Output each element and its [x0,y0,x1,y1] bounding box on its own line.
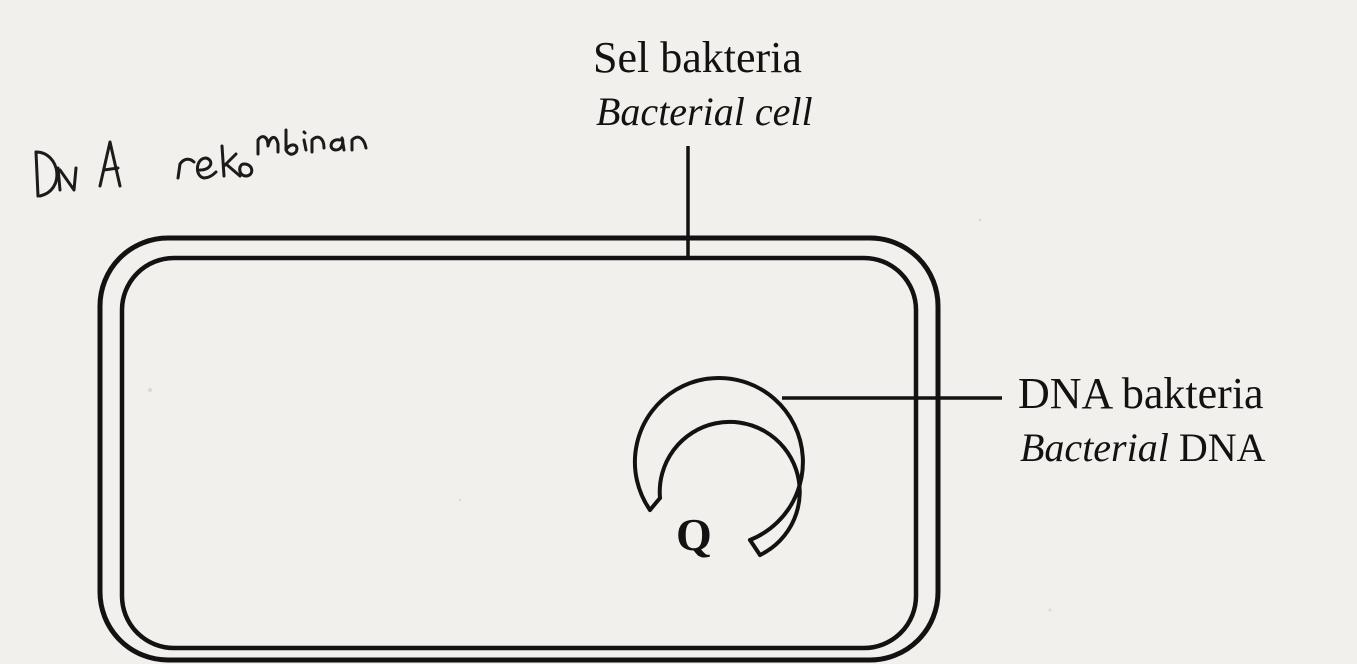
handwritten-note [36,130,366,196]
cell-label-english: Bacterial cell [596,92,813,132]
cell-label-malay: Sel bakteria [593,36,802,80]
dna-label-malay: DNA bakteria [1018,372,1264,416]
cell-wall-outer [100,238,938,660]
dna-label-english: Bacterial DNA [1020,428,1266,468]
cell-membrane-inner [122,258,916,648]
dna-label-english-italic: Bacterial [1020,425,1169,470]
dna-label-english-plain: DNA [1169,425,1266,470]
marker-q: Q [676,512,712,558]
bacterial-dna-ring [635,378,803,555]
